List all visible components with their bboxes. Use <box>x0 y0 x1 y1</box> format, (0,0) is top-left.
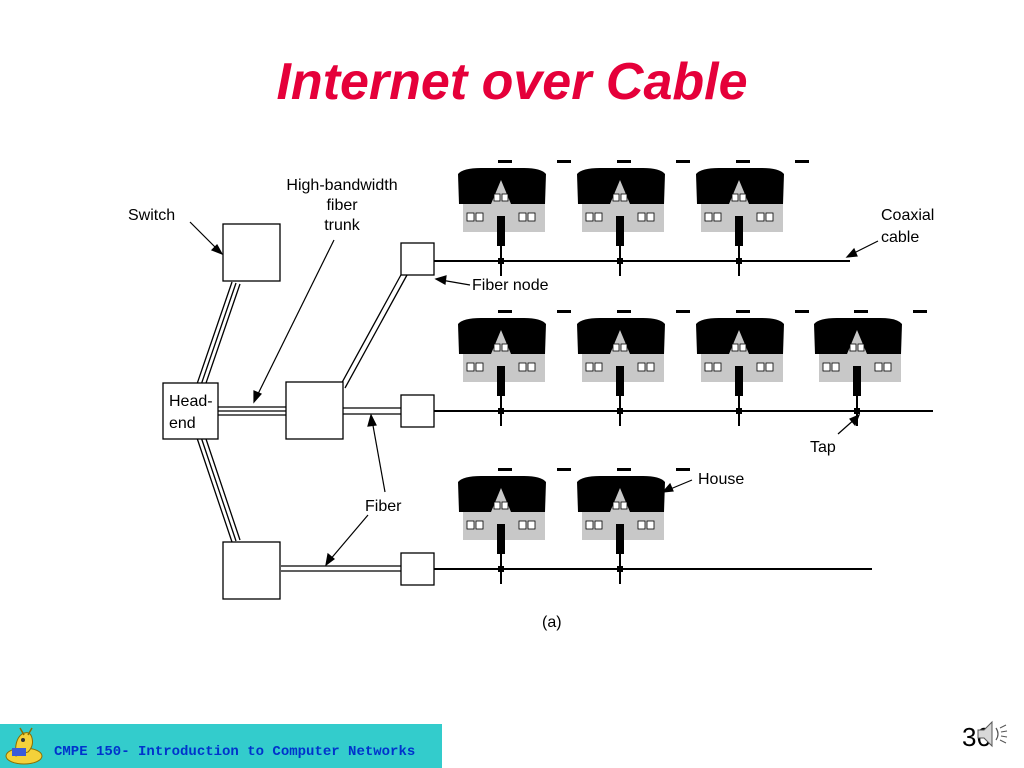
footer-course-title: CMPE 150- Introduction to Computer Netwo… <box>54 744 416 760</box>
middle-switch-box <box>285 381 344 440</box>
house-icon <box>576 159 691 277</box>
trunk-label-line3: trunk <box>324 217 361 234</box>
speaker-icon[interactable] <box>972 714 1012 754</box>
lower-switch-box <box>222 541 281 600</box>
house-icon <box>457 159 572 277</box>
headend-label-line1: Head- <box>169 393 213 410</box>
house-label: House <box>698 471 744 488</box>
headend-label-line2: end <box>169 415 196 432</box>
fiber-node-label: Fiber node <box>472 277 549 294</box>
house-icon <box>813 309 928 427</box>
footer-bar <box>0 724 442 768</box>
house-icon <box>576 309 691 427</box>
fiber-node-bottom <box>400 552 435 586</box>
fiber-node-middle <box>400 394 435 428</box>
trunk-label-line2: fiber <box>326 197 358 214</box>
switch-box <box>222 223 281 282</box>
fiber-trunk-lower <box>196 435 241 543</box>
house-icon <box>695 309 810 427</box>
switch-label: Switch <box>128 207 175 224</box>
fiber-link-bottom <box>281 565 401 572</box>
house-icon <box>695 159 810 277</box>
slide-title: Internet over Cable <box>276 53 748 111</box>
tap-label: Tap <box>810 439 836 456</box>
coaxial-cable-label-line2: cable <box>881 229 919 246</box>
slug-mascot-icon <box>5 727 43 765</box>
leader-arrows <box>189 221 879 567</box>
taps <box>498 258 860 572</box>
fiber-trunk-upper <box>196 281 241 387</box>
fiber-link-top <box>338 272 408 389</box>
fiber-label: Fiber <box>365 498 402 515</box>
fiber-node-top <box>400 242 435 276</box>
house-icon <box>457 467 572 585</box>
coaxial-cable-label-line1: Coaxial <box>881 207 934 224</box>
trunk-label-line1: High-bandwidth <box>286 177 397 194</box>
house-icon <box>457 309 572 427</box>
headend-box <box>162 382 219 440</box>
house-icon <box>576 467 691 585</box>
fiber-trunk-middle <box>218 406 287 416</box>
diagram-caption: (a) <box>542 614 562 631</box>
fiber-link-middle <box>343 407 401 415</box>
